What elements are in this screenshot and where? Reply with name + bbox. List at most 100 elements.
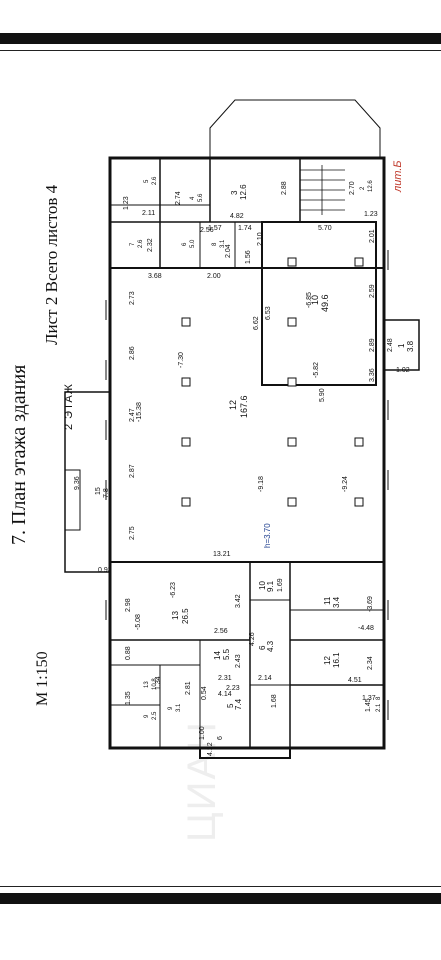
room-13b-number: 12 [323, 656, 332, 665]
dim-5-82: -5.82 [313, 362, 320, 378]
dim-3-69: -3.69 [367, 596, 374, 612]
building-letter: лит.Б [392, 160, 404, 192]
room-10-area: 49.6 [320, 294, 330, 312]
room-11b-area: 9.1 [266, 580, 275, 592]
dim-9-36: 9.36 [74, 476, 81, 490]
dim-15-38: -15.38 [136, 402, 143, 422]
room-9-area: 3.1 [176, 703, 182, 712]
room-8-area: 3.1 [220, 239, 226, 248]
dim-6-62: 6.62 [253, 316, 260, 330]
room-9b-number: 13 [144, 681, 150, 688]
dim-4-51: 4.51 [348, 677, 362, 684]
top-frame-line [0, 50, 441, 51]
dim-2-88: 2.88 [281, 181, 288, 195]
dim-2-43: 2.43 [235, 654, 242, 668]
dim-4-82: 4.82 [230, 213, 244, 220]
dim-1-56: 1.56 [245, 250, 252, 264]
dim-1-23-b: 1.23 [123, 196, 130, 210]
room-8b-number: 9 [144, 714, 150, 718]
room-5-number: 5 [144, 179, 150, 183]
room-14-number: 14 [213, 651, 222, 660]
room-9b-area: 10.8 [152, 678, 158, 690]
bottom-frame-line [0, 886, 441, 887]
room-8b-area: 2.5 [152, 711, 158, 720]
dim-1-69: 1.69 [277, 578, 284, 592]
dim-1-00: 1.00 [199, 726, 206, 740]
dim-2-10: 2.10 [257, 232, 264, 246]
room-3-area: 12.6 [239, 184, 248, 200]
room-10-number: 10 [310, 295, 320, 305]
dim-2-01: 2.01 [369, 229, 376, 243]
dim-2-48: 2.48 [387, 338, 394, 352]
room-13b-area: 16.1 [332, 652, 341, 668]
room-6-area: 5.0 [190, 239, 196, 248]
room-12-area: 167.6 [239, 395, 249, 418]
dim-7-30: -7.30 [178, 352, 185, 368]
dim-2-73: 2.73 [129, 291, 136, 305]
room-15-number: 15 [95, 487, 102, 495]
dim-5-70: 5.70 [318, 225, 332, 232]
room-7-area: 2.6 [138, 239, 144, 248]
dim-2-34: 2.34 [367, 656, 374, 670]
bottom-border-bar [0, 893, 441, 904]
room-5-area: 2.6 [152, 176, 158, 185]
dim-2-14: 2.14 [258, 675, 272, 682]
dim-2-56-low: 2.56 [214, 628, 228, 635]
room-9-number: 9 [168, 706, 174, 710]
dim-2-23: 2.23 [226, 685, 240, 692]
dim-2-70: 2.70 [349, 181, 356, 195]
room-4-number: 4 [190, 196, 196, 200]
plan-title: 7. План этажа здания [8, 364, 30, 545]
dim-2-86: 2.86 [129, 346, 136, 360]
room-10b-area: 4.3 [266, 640, 275, 652]
dim-2-31: 2.31 [218, 675, 232, 682]
dim-2-56: 2.56 [200, 227, 214, 234]
dim-3-36: 3.36 [369, 368, 376, 382]
dim-2-04: 2.04 [225, 244, 232, 258]
room-11-number: 1 [397, 343, 406, 348]
room-2-number: 2 [360, 186, 366, 190]
dim-4-14: 4.14 [218, 691, 232, 698]
room-15-area: 7.8 [103, 488, 110, 498]
room-11-area: 3.8 [406, 340, 415, 352]
dim-0-88: 0.88 [125, 646, 132, 660]
dim-1-35: 1.35 [125, 691, 132, 705]
dim-2-59: 2.59 [369, 284, 376, 298]
dim-1-74: 1.74 [238, 225, 252, 232]
dim-2-74: 2.74 [175, 191, 182, 205]
room-6b-number: 6 [217, 736, 224, 740]
scale-label: М 1:150 [34, 651, 51, 706]
room-12-number: 12 [228, 400, 238, 410]
ceiling-height: h=3.70 [263, 523, 272, 548]
dim-2-81: 2.81 [185, 681, 192, 695]
dim-5-08: -5.08 [135, 614, 142, 630]
room-10b-number: 6 [258, 645, 267, 650]
room-12b-number: 11 [323, 596, 332, 605]
dim-2-87: 2.87 [129, 464, 136, 478]
dim-3-42: 3.42 [235, 594, 242, 608]
dim-2-47: 2.47 [129, 408, 136, 422]
room-8-number: 8 [212, 242, 218, 246]
dim-1-34: 1.34 [155, 676, 162, 690]
dim-3-68-top: 3.68 [148, 273, 162, 280]
dim-2-00: 2.00 [207, 273, 221, 280]
dim-1-57: 1.57 [208, 225, 222, 232]
dim-13-21: 13.21 [213, 551, 231, 558]
dim-5-90: 5.90 [319, 388, 326, 402]
dim-9-24: -9.24 [342, 476, 349, 492]
room-14-area: 5.5 [222, 648, 231, 660]
dim-0-54: 0.54 [201, 686, 208, 700]
dim-1-02: 1.02 [396, 367, 410, 374]
dim-4-26: 4.26 [249, 632, 256, 646]
dim-1-68: 1.68 [271, 694, 278, 708]
dim-6-53: 6.53 [265, 306, 272, 320]
dim-0-93: 0.93 [98, 567, 112, 574]
room-5b-number: 5 [226, 703, 235, 708]
dim-2-11: 2.11 [142, 210, 155, 217]
dim-1-23: 1.23 [364, 211, 378, 218]
room-4-area: 5.6 [198, 193, 204, 202]
dim-2-32: 2.32 [147, 238, 154, 252]
dim-1-45: 1.45 [365, 698, 372, 712]
dim-1-37: 1.37 [362, 695, 376, 702]
